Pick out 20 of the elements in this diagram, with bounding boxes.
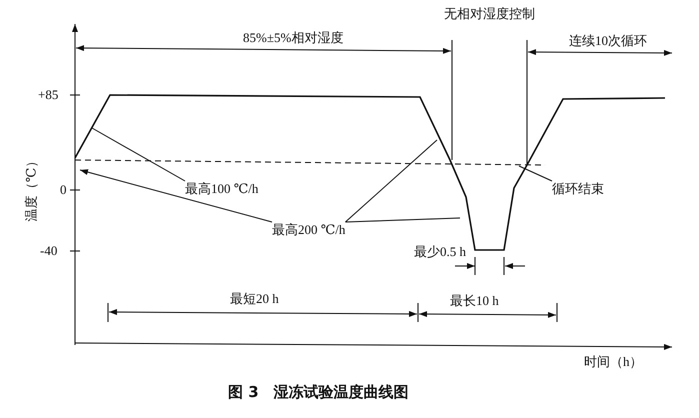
- axis-title: 温度（℃）: [23, 154, 40, 222]
- dimension-text: 85%±5%相对湿度: [243, 30, 344, 46]
- axis-tick-label: +85: [38, 87, 58, 103]
- leader-line: [518, 166, 552, 182]
- callout-label: 循环结束: [552, 181, 604, 197]
- dimension-text: 最短20 h: [230, 291, 279, 307]
- callout-label: 最高200 ℃/h: [272, 222, 346, 238]
- dimension-text: 最少0.5 h: [414, 244, 466, 260]
- axis-tick-label: 0: [60, 182, 66, 198]
- dimension-text: 最长10 h: [450, 293, 499, 309]
- callout-label: 最高100 ℃/h: [185, 181, 258, 197]
- leader-line: [344, 140, 438, 222]
- leader-line: [80, 169, 272, 222]
- dimension-text: 连续10次循环: [569, 33, 647, 49]
- dimension-text: 无相对湿度控制: [444, 6, 535, 22]
- leader-line: [344, 218, 460, 222]
- axis-title: 时间（h）: [584, 354, 642, 370]
- axis-tick-label: -40: [40, 243, 58, 259]
- figure-caption: 图 3 湿冻试验温度曲线图: [228, 384, 409, 400]
- leader-line: [92, 128, 186, 182]
